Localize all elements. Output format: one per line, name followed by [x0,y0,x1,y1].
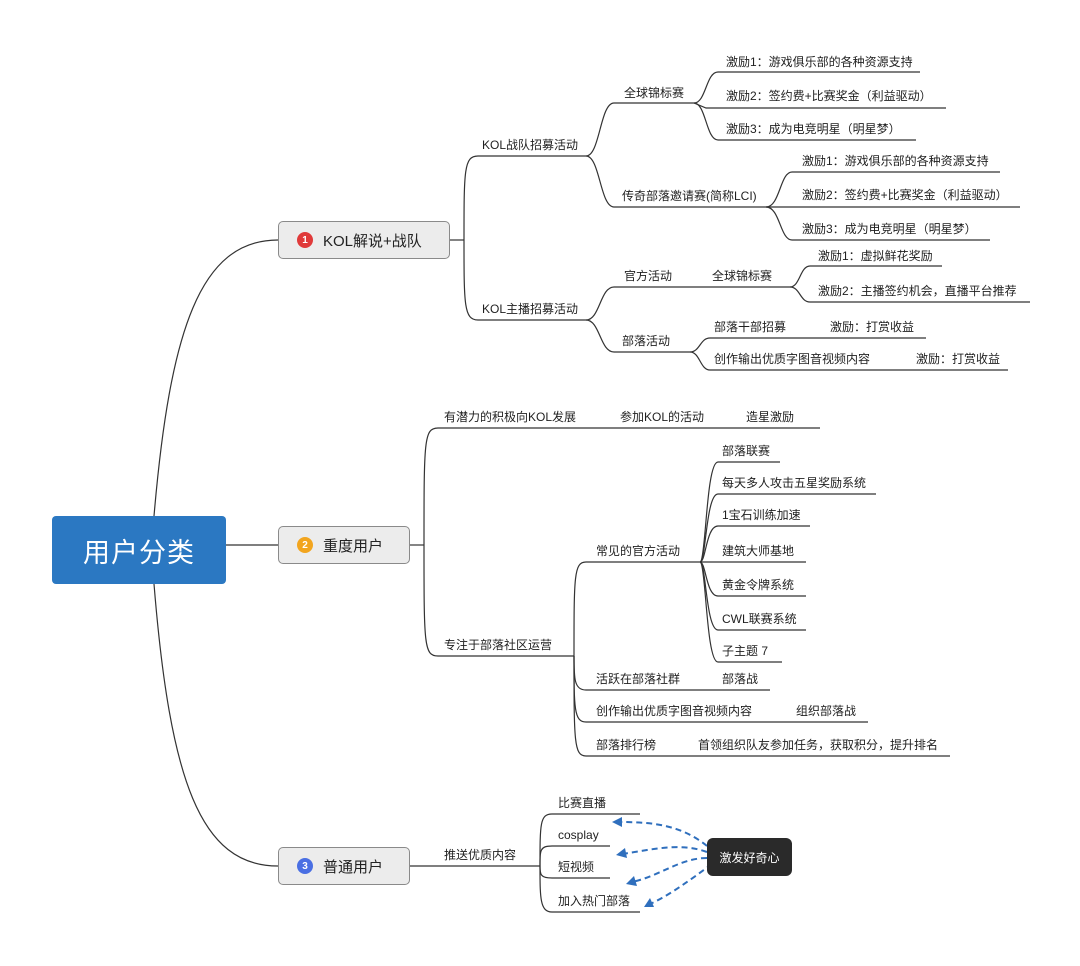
node-tribe-content-reward[interactable]: 激励：打赏收益 [916,352,1001,366]
number-badge-icon: 1 [297,232,313,248]
node-join-kol[interactable]: 参加KOL的活动 [620,410,705,424]
branch-label: 普通用户 [323,858,384,876]
branch-kol[interactable]: 1 KOL解说+战队 [278,221,450,259]
node-global-champ[interactable]: 全球锦标赛 [624,86,685,100]
root-node[interactable]: 用户分类 [52,516,226,584]
node-official-incentive-2[interactable]: 激励2：主播签约机会，直播平台推荐 [818,284,1017,298]
node-official-item-2[interactable]: 每天多人攻击五星奖励系统 [722,476,867,490]
node-official-activity[interactable]: 官方活动 [624,269,673,283]
node-normal-item-3[interactable]: 短视频 [558,860,595,874]
node-official-incentive-1[interactable]: 激励1：虚拟鲜花奖励 [818,249,933,263]
node-kol-anchor-recruit[interactable]: KOL主播招募活动 [482,302,579,316]
node-lci-incentive-3[interactable]: 激励3：成为电竞明星（明星梦） [802,222,977,236]
callout-curiosity[interactable]: 激发好奇心 [707,838,792,876]
node-official-champ[interactable]: 全球锦标赛 [712,269,773,283]
node-normal-item-1[interactable]: 比赛直播 [558,796,607,810]
node-common-official[interactable]: 常见的官方活动 [596,544,681,558]
node-community-ops[interactable]: 专注于部落社区运营 [444,638,553,652]
node-official-item-5[interactable]: 黄金令牌系统 [722,578,795,592]
node-official-item-1[interactable]: 部落联赛 [722,444,771,458]
node-tribe-activity[interactable]: 部落活动 [622,334,671,348]
node-push-content[interactable]: 推送优质内容 [444,848,517,862]
node-ranking-desc[interactable]: 首领组织队友参加任务，获取积分，提升排名 [698,738,939,752]
node-kol-team-recruit[interactable]: KOL战队招募活动 [482,138,579,152]
node-official-item-3[interactable]: 1宝石训练加速 [722,508,801,522]
node-create-content[interactable]: 创作输出优质字图音视频内容 [596,704,753,718]
node-ranking[interactable]: 部落排行榜 [596,738,657,752]
node-global-incentive-1[interactable]: 激励1：游戏俱乐部的各种资源支持 [726,55,913,69]
number-badge-icon: 3 [297,858,313,874]
node-lci-incentive-2[interactable]: 激励2：签约费+比赛奖金（利益驱动） [802,188,1008,202]
node-tribe-cadre-reward[interactable]: 激励：打赏收益 [830,320,915,334]
node-normal-item-4[interactable]: 加入热门部落 [558,894,631,908]
node-active-community[interactable]: 活跃在部落社群 [596,672,681,686]
number-badge-icon: 2 [297,537,313,553]
branch-label: 重度用户 [323,537,384,555]
branch-label: KOL解说+战队 [323,232,422,250]
node-tribe-cadre[interactable]: 部落干部招募 [714,320,787,334]
node-lci[interactable]: 传奇部落邀请赛(简称LCI) [622,189,757,203]
node-global-incentive-3[interactable]: 激励3：成为电竞明星（明星梦） [726,122,901,136]
node-star-incentive[interactable]: 造星激励 [746,410,795,424]
node-organize-war[interactable]: 组织部落战 [796,704,857,718]
node-potential-kol[interactable]: 有潜力的积极向KOL发展 [444,410,577,424]
node-global-incentive-2[interactable]: 激励2：签约费+比赛奖金（利益驱动） [726,89,932,103]
callout-label: 激发好奇心 [719,850,780,865]
node-official-item-4[interactable]: 建筑大师基地 [722,544,795,558]
node-tribe-war[interactable]: 部落战 [722,672,759,686]
branch-heavy-user[interactable]: 2 重度用户 [278,526,410,564]
node-official-item-7[interactable]: 子主题 7 [722,644,769,658]
root-label: 用户分类 [83,537,195,569]
node-normal-item-2[interactable]: cosplay [558,828,599,842]
branch-normal-user[interactable]: 3 普通用户 [278,847,410,885]
node-lci-incentive-1[interactable]: 激励1：游戏俱乐部的各种资源支持 [802,154,989,168]
node-tribe-content[interactable]: 创作输出优质字图音视频内容 [714,352,871,366]
node-official-item-6[interactable]: CWL联赛系统 [722,612,797,626]
